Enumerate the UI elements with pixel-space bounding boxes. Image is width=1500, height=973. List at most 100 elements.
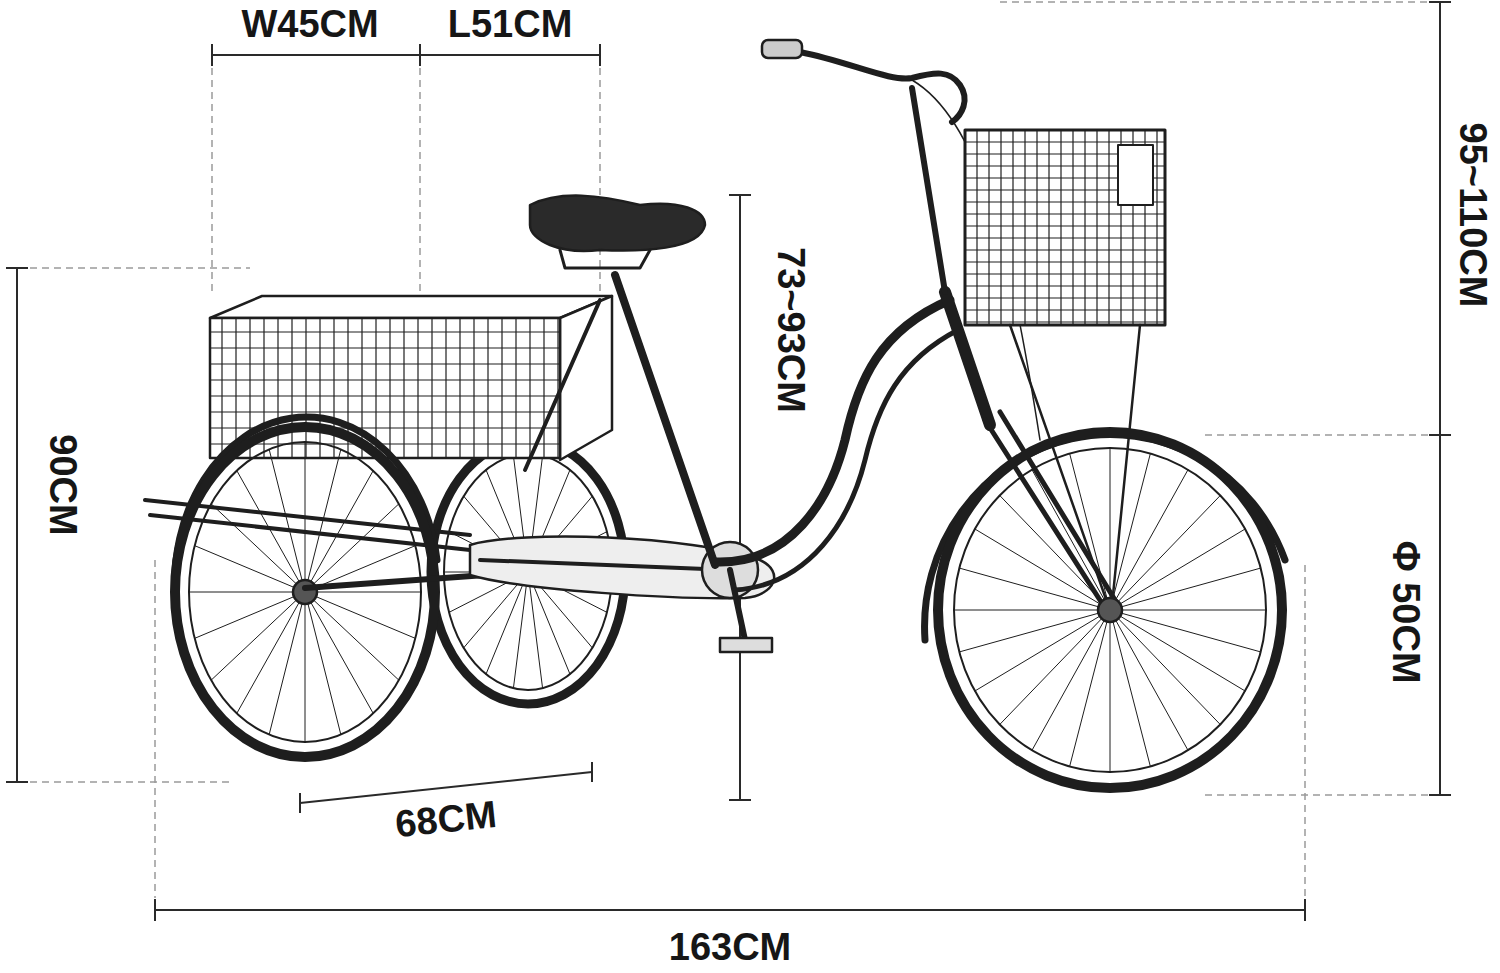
illustration-part <box>1000 495 1110 610</box>
dimension-label: 90CM <box>41 431 83 538</box>
illustration-part <box>965 249 1165 250</box>
illustration-part <box>1000 610 1110 725</box>
illustration-part <box>375 318 376 458</box>
illustration-part <box>528 572 543 688</box>
illustration-part <box>6 781 28 783</box>
illustration-part <box>1110 495 1220 610</box>
illustration-part <box>530 196 705 251</box>
illustration-part <box>30 2 1428 898</box>
illustration-part <box>615 275 715 565</box>
illustration-part <box>305 592 373 713</box>
illustration-part <box>965 213 1165 214</box>
illustration-part <box>1096 130 1097 325</box>
illustration-part <box>1000 1 1428 3</box>
illustration-part <box>16 268 18 782</box>
illustration-part <box>1110 610 1245 691</box>
illustration-part <box>473 318 474 458</box>
illustration-part <box>965 309 1165 310</box>
illustration-part <box>277 318 278 458</box>
illustration-part <box>145 40 1285 788</box>
illustration-part <box>419 68 421 292</box>
dimension-label: Φ 50CM <box>1384 537 1426 686</box>
illustration-part <box>486 572 528 674</box>
illustration-part <box>729 194 751 196</box>
illustration-part <box>195 592 305 638</box>
illustration-part <box>965 237 1165 238</box>
illustration-part <box>1070 454 1110 610</box>
illustration-part <box>1439 2 1441 795</box>
illustration-part <box>269 592 305 735</box>
illustration-part <box>361 318 362 458</box>
illustration-part <box>189 592 305 593</box>
illustration-part <box>333 318 334 458</box>
illustration-part <box>299 793 301 813</box>
illustration-part <box>1060 130 1061 325</box>
illustration-part <box>557 318 558 458</box>
illustration-part <box>211 68 213 292</box>
illustration-part <box>912 88 945 292</box>
illustration-part <box>30 267 250 269</box>
illustration-part <box>543 318 544 458</box>
dimension-label: 73~93CM <box>769 244 811 416</box>
illustration-part <box>739 195 741 800</box>
illustration-part <box>389 318 390 458</box>
illustration-part <box>599 68 601 292</box>
illustration-part <box>1110 610 1261 652</box>
illustration-part <box>965 321 1165 322</box>
illustration-part <box>210 379 560 380</box>
illustration-part <box>591 762 593 782</box>
illustration-part <box>459 318 460 458</box>
illustration-part <box>305 504 399 592</box>
illustration-part <box>155 909 1305 911</box>
illustration-part <box>431 318 432 458</box>
illustration-part <box>305 592 341 735</box>
illustration-part <box>515 318 516 458</box>
illustration-part <box>305 592 306 742</box>
illustration-part <box>1110 610 1220 725</box>
illustration-part <box>965 261 1165 262</box>
illustration-part <box>1098 598 1122 622</box>
illustration-part <box>305 442 306 592</box>
illustration-part <box>210 296 612 318</box>
illustration-part <box>1010 325 1140 605</box>
illustration-part <box>959 568 1110 610</box>
illustration-part <box>1429 794 1451 796</box>
illustration-part <box>800 52 965 122</box>
illustration-part <box>1084 130 1085 325</box>
illustration-part <box>599 44 601 66</box>
dimension-label: 68CM <box>390 794 501 847</box>
illustration-part <box>560 296 612 460</box>
illustration-part <box>1108 130 1109 325</box>
illustration-part <box>211 504 305 592</box>
illustration-part <box>305 592 399 680</box>
illustration-part <box>988 130 989 325</box>
illustration-part <box>965 130 1165 325</box>
illustration-part <box>1024 130 1025 325</box>
dimension-label: W45CM <box>238 4 381 46</box>
illustration-part <box>954 610 1110 611</box>
illustration-part <box>1036 130 1037 325</box>
illustration-part <box>210 395 560 396</box>
illustration-part <box>720 638 772 652</box>
illustration-part <box>1110 568 1261 610</box>
illustration-part <box>1205 794 1428 796</box>
illustration-part <box>1110 610 1150 766</box>
illustration-part <box>221 318 222 458</box>
illustration-part <box>762 40 802 58</box>
illustration-part <box>560 250 650 268</box>
illustration-part <box>1429 1 1451 3</box>
illustration-part <box>965 225 1165 226</box>
dimension-label: 95~110CM <box>1451 120 1493 311</box>
illustration-part <box>730 570 745 640</box>
illustration-part <box>975 610 1110 691</box>
illustration-part <box>293 580 317 604</box>
illustration-part <box>975 529 1110 610</box>
illustration-part <box>174 417 437 600</box>
illustration-part <box>154 899 156 921</box>
illustration-part <box>210 411 560 412</box>
illustration-part <box>1110 454 1150 610</box>
illustration-part <box>211 592 305 680</box>
illustration-part <box>195 546 305 592</box>
illustration-part <box>1110 610 1188 750</box>
